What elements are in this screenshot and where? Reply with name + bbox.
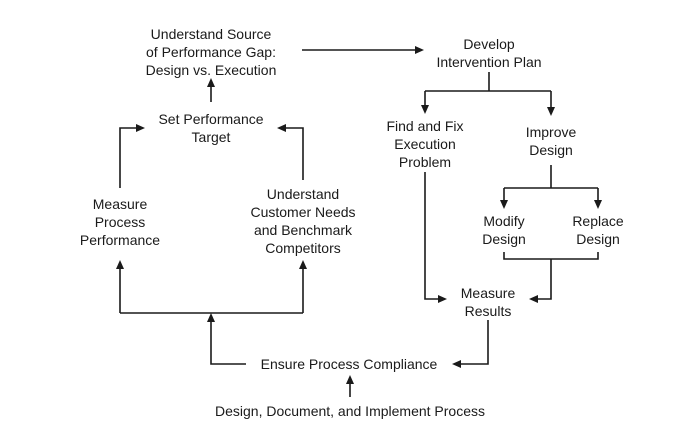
node-design-document: Design, Document, and Implement Process <box>214 403 485 419</box>
arrowhead-compliance-right <box>452 360 461 368</box>
connector-compliance-up <box>210 322 246 365</box>
node-measure-process: Measure Process Performance <box>79 196 161 248</box>
arrowhead-improve <box>547 107 555 116</box>
connector-loop-bar <box>119 268 304 314</box>
connector-results-to-compliance <box>461 320 489 365</box>
node-measure-results: Measure Results <box>460 285 516 319</box>
node-understand-source: Understand Source of Performance Gap: De… <box>145 26 277 78</box>
arrowhead-measure-process <box>116 260 124 269</box>
arrowhead-loop-junction <box>207 313 215 322</box>
arrowhead-replace <box>594 200 602 209</box>
connector-plan-split <box>424 72 552 109</box>
arrowhead-results-right <box>529 295 538 303</box>
arrowhead-source <box>207 78 215 87</box>
arrowhead-compliance-up <box>346 375 354 384</box>
node-find-fix: Find and Fix Execution Problem <box>386 118 464 170</box>
arrowhead-understand-customer <box>299 260 307 269</box>
connector-fix-to-results <box>424 172 438 300</box>
node-understand-customer: Understand Customer Needs and Benchmark … <box>250 186 356 256</box>
node-replace-design: Replace Design <box>572 213 624 247</box>
connector-measure-to-target <box>119 127 136 188</box>
node-develop-plan: Develop Intervention Plan <box>436 36 542 70</box>
connector-design-merge <box>503 252 599 300</box>
arrowhead-find-fix <box>421 105 429 114</box>
arrowhead-results-left <box>438 295 447 303</box>
arrowhead-target-right <box>277 124 286 132</box>
node-improve-design: Improve Design <box>525 124 577 158</box>
arrowhead-modify <box>500 200 508 209</box>
node-set-target: Set Performance Target <box>158 111 264 145</box>
node-ensure-compliance: Ensure Process Compliance <box>260 356 438 372</box>
arrowhead-target-left <box>136 124 145 132</box>
connector-customer-to-target <box>286 127 304 180</box>
node-modify-design: Modify Design <box>482 213 526 247</box>
connector-improve-split <box>503 165 599 201</box>
arrowhead-plan <box>415 46 424 54</box>
